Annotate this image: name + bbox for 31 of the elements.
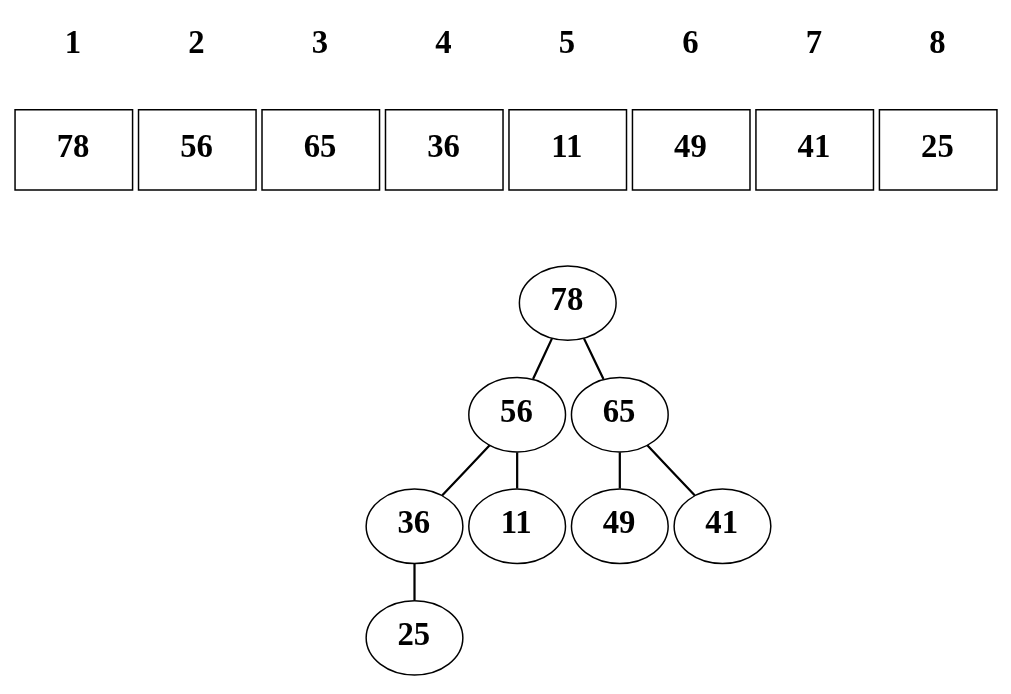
node-box: 78 (13, 108, 133, 191)
connector (582, 337, 604, 380)
node-label: 7 (805, 23, 822, 60)
node-box: 36 (384, 108, 504, 191)
node-ellipse: 56 (467, 376, 566, 453)
node-label: 1 (64, 23, 81, 60)
node-box: 49 (631, 108, 751, 191)
connector (531, 337, 553, 380)
connector (618, 452, 621, 489)
node-label: 8 (928, 23, 946, 60)
node-ellipse: 36 (364, 488, 464, 565)
connector (412, 563, 416, 600)
node-label: 2 (187, 23, 205, 60)
connector (515, 452, 518, 489)
node-box: 25 (878, 108, 998, 191)
node-ellipse: 11 (467, 488, 566, 565)
node-box: 41 (754, 108, 874, 191)
connector (646, 444, 696, 497)
node-label: 4 (434, 23, 452, 60)
node-box: 65 (260, 108, 380, 191)
node-label: 6 (681, 23, 699, 60)
node-ellipse: 49 (570, 488, 669, 565)
node-ellipse: 25 (364, 599, 464, 676)
node-ellipse: 41 (672, 488, 772, 565)
node-label: 3 (311, 23, 328, 60)
node-label: 5 (558, 23, 575, 60)
node-ellipse: 65 (570, 376, 669, 453)
node-ellipse: 78 (518, 265, 617, 342)
node-box: 56 (137, 108, 257, 191)
node-box: 11 (507, 108, 627, 191)
connector (440, 444, 490, 497)
